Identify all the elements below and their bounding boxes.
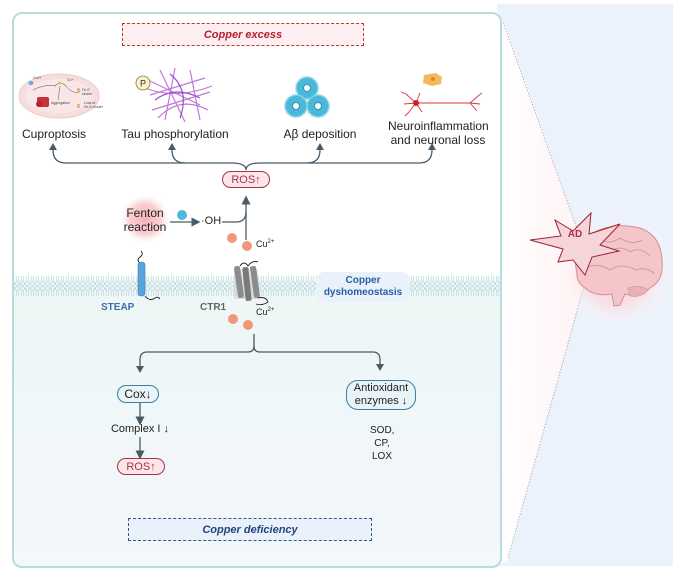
complex-i-down-label: Complex I ↓ bbox=[110, 423, 170, 435]
arrowheads bbox=[49, 143, 436, 150]
outcome-neuroinflammation-line1: Neuroinflammation bbox=[388, 119, 489, 133]
outcome-tau-phosphorylation: Tau phosphorylation bbox=[121, 127, 229, 141]
svg-text:Fe-S cluster: Fe-S cluster bbox=[84, 105, 104, 109]
antioxidant-line2: enzymes ↓ bbox=[354, 395, 408, 407]
enzyme-cp: CP, bbox=[374, 438, 390, 449]
enzyme-list: SOD, CP, LOX bbox=[370, 424, 394, 463]
water-ion-icon bbox=[177, 210, 187, 220]
amyloid-plaque-icon bbox=[284, 76, 330, 118]
arrowheads bbox=[136, 364, 384, 373]
outcome-neuroinflammation: Neuroinflammation and neuronal loss bbox=[388, 119, 489, 147]
ad-label: AD bbox=[567, 229, 583, 240]
svg-text:Cu2+: Cu2+ bbox=[33, 76, 41, 80]
copper-dyshomeostasis-badge: Copper dyshomeostasis bbox=[316, 272, 410, 302]
phospho-badge: P bbox=[140, 79, 146, 89]
hydroxyl-radical-label: ·OH bbox=[201, 215, 222, 227]
svg-text:cluster: cluster bbox=[82, 92, 93, 96]
svg-text:Loss of: Loss of bbox=[84, 101, 95, 105]
copper-ion-icon bbox=[228, 314, 238, 324]
cu-bottom-base: Cu bbox=[256, 307, 268, 317]
fenton-reaction-label: Fenton reaction bbox=[118, 206, 172, 234]
outcome-cuproptosis: Cuproptosis bbox=[21, 127, 87, 141]
enzyme-lox: LOX bbox=[371, 451, 392, 462]
outcome-abeta-deposition: Aβ deposition bbox=[283, 127, 357, 141]
steap-label: STEAP bbox=[101, 302, 135, 313]
ros-outcome-arrows bbox=[52, 149, 433, 171]
ctr1-label: CTR1 bbox=[200, 302, 227, 313]
mitochondrion-icon: Cu2+ Cu+ Fe-S cluster Aggregation Loss o… bbox=[18, 73, 104, 119]
enzyme-sod: SOD, bbox=[370, 425, 395, 436]
svg-text:Fe-S: Fe-S bbox=[82, 88, 90, 92]
svg-text:Aggregation: Aggregation bbox=[51, 101, 70, 105]
copper-deficiency-banner: Copper deficiency bbox=[128, 518, 372, 541]
fenton-line1: Fenton bbox=[126, 206, 164, 220]
cu-bottom-sup: 2+ bbox=[267, 307, 275, 313]
copper-excess-banner: Copper excess bbox=[122, 23, 364, 46]
antioxidant-line1: Antioxidant bbox=[353, 382, 409, 394]
ros-up-bottom-badge: ROS↑ bbox=[117, 458, 165, 475]
ros-up-badge: ROS↑ bbox=[222, 171, 270, 188]
fenton-glow bbox=[119, 193, 171, 245]
cu-top-base: Cu bbox=[256, 239, 268, 249]
neuron-icon bbox=[400, 73, 483, 117]
antioxidant-enzymes-badge: Antioxidant enzymes ↓ bbox=[346, 380, 416, 410]
steap-protein-icon bbox=[137, 250, 161, 301]
dyshomeostasis-line2: dyshomeostasis bbox=[323, 287, 403, 298]
dyshomeostasis-line1: Copper bbox=[345, 275, 381, 286]
ad-starburst bbox=[529, 211, 621, 276]
ctr1-transporter-icon bbox=[234, 261, 269, 306]
tau-tangle-icon bbox=[135, 67, 213, 123]
cu-bottom-label: Cu2+ bbox=[256, 307, 274, 317]
outcome-neuroinflammation-line2: and neuronal loss bbox=[390, 133, 486, 147]
fenton-line2: reaction bbox=[123, 220, 167, 234]
oh-to-ros-arrow bbox=[222, 211, 247, 223]
cu-branch-arrows bbox=[139, 334, 381, 368]
cox-down-badge: Cox↓ bbox=[117, 385, 159, 403]
copper-ion-icon bbox=[242, 241, 252, 251]
copper-ion-icon bbox=[227, 233, 237, 243]
copper-ion-icon bbox=[243, 320, 253, 330]
cu-top-sup: 2+ bbox=[267, 239, 275, 245]
cu-top-label: Cu2+ bbox=[256, 239, 274, 249]
svg-text:Cu+: Cu+ bbox=[67, 78, 74, 82]
